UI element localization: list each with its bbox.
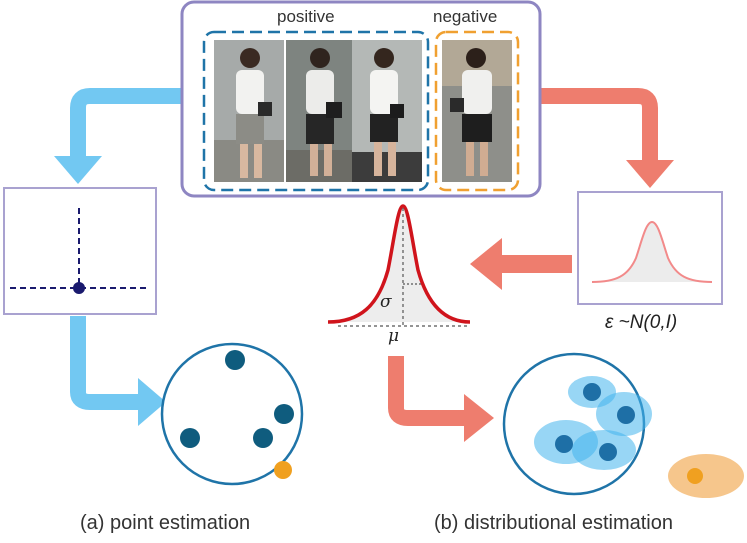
negative-distribution: [668, 454, 744, 498]
positive-group-box: [202, 30, 430, 192]
positive-label: positive: [277, 7, 335, 26]
positive-mean: [599, 443, 617, 461]
gaussian-fill: [328, 206, 470, 322]
positive-point: [180, 428, 200, 448]
person-photo: [442, 40, 512, 182]
negative-point: [274, 461, 292, 479]
person-photo: [286, 40, 356, 182]
point-estimation-caption: (a) point estimation: [80, 512, 251, 534]
negative-group-box: [434, 30, 520, 192]
person-photo: [352, 40, 422, 182]
bottom-right-arrow-shaft: [388, 356, 466, 426]
mu-label: μ: [388, 326, 400, 346]
prior-gaussian-fill: [592, 222, 712, 282]
top-right-arrow-head: [626, 160, 674, 188]
positive-point: [274, 404, 294, 424]
top-right-arrow-shaft: [540, 88, 658, 162]
positive-mean: [583, 383, 601, 401]
person-photo: [214, 40, 284, 182]
distributional-estimation-caption: (b) distributional estimation: [434, 512, 673, 534]
positive-point: [253, 428, 273, 448]
negative-label: negative: [433, 7, 498, 26]
bottom-left-arrow-shaft: [70, 316, 140, 410]
point-embedding-space: [160, 342, 304, 486]
prior-distribution-label: ε ~N(0,I): [605, 312, 678, 333]
top-left-arrow-shaft: [70, 88, 182, 158]
positive-point: [225, 350, 245, 370]
gaussian-curve: [327, 204, 471, 324]
positive-mean: [555, 435, 573, 453]
positive-mean: [617, 406, 635, 424]
embedding-point: [73, 282, 85, 294]
middle-right-arrow-head: [470, 238, 502, 290]
sigma-label: σ: [380, 292, 392, 312]
top-left-arrow-head: [54, 156, 102, 184]
prior-gaussian-curve: [591, 220, 713, 283]
bottom-left-arrow-head: [138, 378, 166, 426]
negative-mean: [687, 468, 703, 484]
bottom-right-arrow-head: [464, 394, 494, 442]
